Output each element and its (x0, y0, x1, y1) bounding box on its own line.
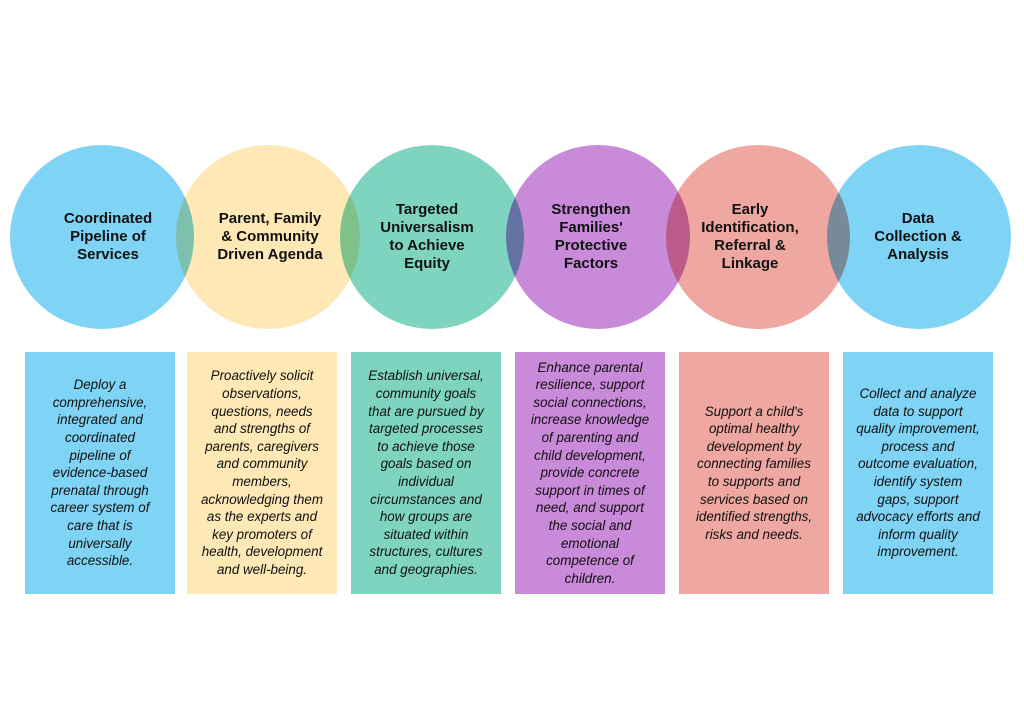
box-text: Collect and analyze data to support qual… (856, 386, 980, 560)
circle-label: Strengthen Families' Protective Factors (551, 201, 631, 272)
box-strengthen-families: Enhance parental resilience, support soc… (515, 352, 665, 594)
box-data-collection: Collect and analyze data to support qual… (843, 352, 993, 594)
circle-early-identification: Early Identification, Referral & Linkage (666, 145, 850, 329)
box-text: Establish universal, community goals tha… (368, 368, 484, 577)
box-early-identification: Support a child's optimal healthy develo… (679, 352, 829, 594)
circle-coordinated-pipeline: Coordinated Pipeline of Services (10, 145, 194, 329)
box-text: Enhance parental resilience, support soc… (530, 359, 650, 586)
circle-data-collection: Data Collection & Analysis (827, 145, 1011, 329)
circle-label: Coordinated Pipeline of Services (63, 210, 153, 263)
circle-label: Targeted Universalism to Achieve Equity (380, 201, 474, 272)
circle-strengthen-families: Strengthen Families' Protective Factors (506, 145, 690, 329)
circle-parent-family-community: Parent, Family & Community Driven Agenda (176, 145, 360, 329)
circle-label: Early Identification, Referral & Linkage (701, 201, 799, 272)
box-text: Proactively solicit observations, questi… (200, 368, 324, 577)
box-targeted-universalism: Establish universal, community goals tha… (351, 352, 501, 594)
circle-targeted-universalism: Targeted Universalism to Achieve Equity (340, 145, 524, 329)
box-text: Deploy a comprehensive, integrated and c… (50, 377, 150, 569)
circle-label: Data Collection & Analysis (874, 210, 962, 263)
box-parent-family-community: Proactively solicit observations, questi… (187, 352, 337, 594)
circle-label: Parent, Family & Community Driven Agenda (217, 210, 323, 263)
box-coordinated-pipeline: Deploy a comprehensive, integrated and c… (25, 352, 175, 594)
box-text: Support a child's optimal healthy develo… (695, 403, 813, 542)
